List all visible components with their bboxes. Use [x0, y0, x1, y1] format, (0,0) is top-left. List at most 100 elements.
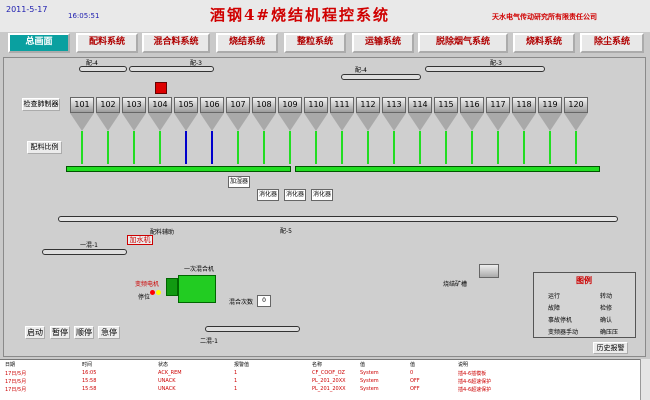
menu-desulfur[interactable]: 脱除烟气系统: [418, 33, 508, 53]
log-header: 日期 时间 状态 报警值 名称 值 值 说明: [0, 361, 640, 368]
feed-arrow: [549, 131, 551, 164]
hopper-104[interactable]: 104: [148, 97, 172, 131]
hopper-label: 118: [512, 97, 536, 113]
hopper-label: 116: [460, 97, 484, 113]
pause-button[interactable]: 暂停: [50, 326, 70, 339]
hopper-118[interactable]: 118: [512, 97, 536, 131]
mixer-belt-1-label: 一混-1: [80, 242, 98, 249]
hopper-113[interactable]: 113: [382, 97, 406, 131]
menu-sinter[interactable]: 烧结系统: [216, 33, 278, 53]
hopper-106[interactable]: 106: [200, 97, 224, 131]
hopper-label: 119: [538, 97, 562, 113]
legend-title: 图例: [576, 276, 592, 285]
feed-arrow: [445, 131, 447, 164]
hopper-109[interactable]: 109: [278, 97, 302, 131]
title-bar: 2011-5-17 16:05:51 酒钢4#烧结机程控系统 天水电气传动研究所…: [0, 0, 650, 32]
crusher-icon[interactable]: [155, 82, 167, 94]
menu-transport[interactable]: 运输系统: [352, 33, 414, 53]
log-cell: 17日/5月: [5, 379, 27, 385]
log-scrollbar[interactable]: [640, 359, 650, 400]
hopper-102[interactable]: 102: [96, 97, 120, 131]
digester-3[interactable]: 消化器: [311, 189, 333, 201]
hopper-111[interactable]: 111: [330, 97, 354, 131]
hopper-114[interactable]: 114: [408, 97, 432, 131]
log-cell: 1: [234, 378, 238, 384]
hopper-105[interactable]: 105: [174, 97, 198, 131]
menu-batching[interactable]: 配料系统: [76, 33, 138, 53]
belt-top-1[interactable]: [79, 66, 127, 72]
log-header-cell: 值: [360, 362, 366, 368]
log-cell: OFF: [410, 386, 420, 392]
hopper-116[interactable]: 116: [460, 97, 484, 131]
log-header-cell: 状态: [158, 362, 169, 368]
digester-1[interactable]: 消化器: [257, 189, 279, 201]
hopper-label: 109: [278, 97, 302, 113]
legend-item: 变频器手动: [548, 329, 579, 336]
menu-dust[interactable]: 除尘系统: [580, 33, 644, 53]
menu-overview[interactable]: 总画面: [8, 33, 70, 53]
fuel-label: 配料辅助: [150, 229, 175, 236]
legend-item: 故障: [548, 305, 561, 312]
hopper-115[interactable]: 115: [434, 97, 458, 131]
feed-arrow: [367, 131, 369, 164]
feed-arrow: [185, 131, 187, 164]
hopper-112[interactable]: 112: [356, 97, 380, 131]
legend-item: 确压压: [600, 329, 619, 336]
belt-top-4[interactable]: [425, 66, 545, 72]
addwater-label: 加湿器: [228, 176, 250, 188]
log-header-cell: 名称: [312, 362, 323, 368]
feed-arrow: [211, 131, 213, 164]
primary-mixer[interactable]: [178, 275, 216, 303]
hopper-117[interactable]: 117: [486, 97, 510, 131]
feed-arrow: [289, 131, 291, 164]
page-title: 酒钢4#烧结机程控系统: [210, 6, 391, 24]
log-cell: ACK_REM: [158, 370, 182, 376]
feed-arrow: [471, 131, 473, 164]
hopper-110[interactable]: 110: [304, 97, 328, 131]
main-belt-label: 配-5: [280, 228, 292, 235]
shutdown-button[interactable]: 顺停: [74, 326, 94, 339]
feed-arrow: [159, 131, 161, 164]
log-cell: 17日/5月: [5, 387, 27, 393]
log-cell: System: [360, 370, 379, 376]
hopper-label: 114: [408, 97, 432, 113]
feed-arrow: [107, 131, 109, 164]
ratio-button[interactable]: 配料比例: [27, 141, 62, 154]
hopper-101[interactable]: 101: [70, 97, 94, 131]
legend: 图例 运行 转动 故障 检修 事故停机 确认 变频器手动 确压压: [533, 272, 636, 338]
history-alarm-button[interactable]: 历史报警: [593, 342, 628, 354]
hopper-103[interactable]: 103: [122, 97, 146, 131]
hopper-119[interactable]: 119: [538, 97, 562, 131]
time: 16:05:51: [68, 12, 100, 20]
log-cell: PL_201_20XX: [312, 386, 346, 392]
hopper-label: 107: [226, 97, 250, 113]
belt-top-2[interactable]: [129, 66, 214, 72]
main-belt[interactable]: [58, 216, 618, 222]
digester-2[interactable]: 消化器: [284, 189, 306, 201]
ore-slot: [479, 264, 499, 278]
estop-button[interactable]: 急停: [98, 326, 120, 339]
hopper-120[interactable]: 120: [564, 97, 588, 131]
start-button[interactable]: 启动: [25, 326, 45, 339]
mixer-belt-2[interactable]: [205, 326, 300, 332]
addwater-button[interactable]: 加水机: [127, 235, 153, 245]
log-cell: 0: [410, 370, 414, 376]
legend-item: 检修: [600, 305, 613, 312]
check-controller-button[interactable]: 检查肺制器: [22, 98, 60, 111]
mixer-belt-1[interactable]: [42, 249, 127, 255]
cycle-value[interactable]: 0: [257, 295, 271, 307]
hopper-108[interactable]: 108: [252, 97, 276, 131]
legend-item: 事故停机: [548, 317, 573, 324]
hopper-label: 110: [304, 97, 328, 113]
hopper-label: 106: [200, 97, 224, 113]
menu-sizing[interactable]: 整粒系统: [284, 33, 346, 53]
menu-fuel[interactable]: 烧料系统: [513, 33, 575, 53]
feed-arrow: [419, 131, 421, 164]
menu-mix[interactable]: 混合料系统: [142, 33, 210, 53]
hopper-107[interactable]: 107: [226, 97, 250, 131]
log-cell: 16:05: [82, 370, 97, 376]
belt-top-3[interactable]: [341, 74, 421, 80]
